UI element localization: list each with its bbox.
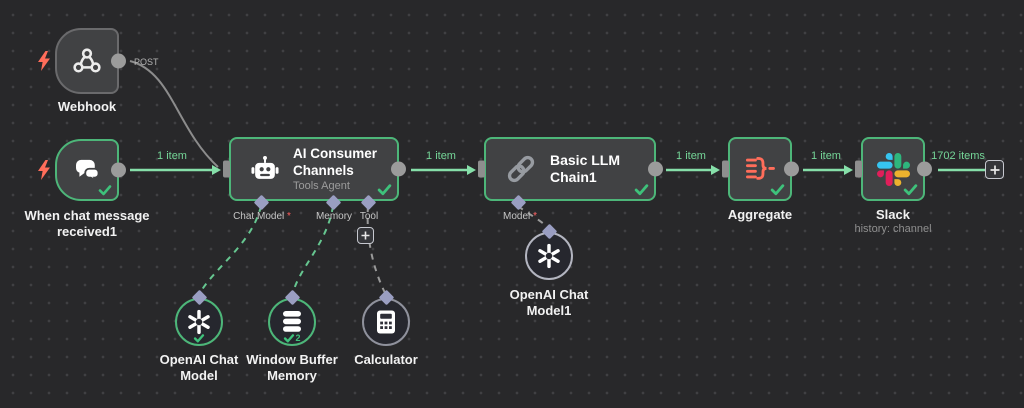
node-window-buffer-memory[interactable]: 2 (268, 298, 316, 346)
arrowhead-icon (711, 165, 720, 175)
lightning-bolt-icon (37, 160, 51, 180)
node-label-openai-chat-model: OpenAI Chat Model (159, 352, 239, 384)
webhook-port-label: POST (134, 57, 159, 67)
node-slack[interactable] (855, 137, 932, 201)
node-title-agent: AI Consumer Channels (293, 145, 378, 178)
port-label-chat-model: Chat Model * (233, 211, 291, 222)
run-count: 2 (295, 333, 301, 343)
check-icon (634, 184, 649, 196)
node-subtitle-agent: Tools Agent (293, 180, 350, 193)
agent-output-port[interactable] (391, 161, 406, 177)
node-openai-chat-model[interactable] (175, 298, 223, 346)
robot-icon (249, 154, 281, 184)
node-label-window-buffer-memory: Window Buffer Memory (246, 352, 338, 384)
node-chat-trigger[interactable] (55, 139, 126, 201)
slack-input-port[interactable] (855, 160, 862, 178)
port-label-tool: Tool (359, 211, 379, 222)
plus-icon (361, 231, 370, 240)
connection-agent-to-memory[interactable] (292, 205, 334, 294)
webhook-output-port[interactable] (111, 53, 126, 69)
connection-label: 1 item (811, 150, 841, 162)
node-webhook[interactable] (55, 28, 126, 94)
connection-label: 1 item (157, 150, 187, 162)
add-tool-button[interactable] (357, 227, 374, 244)
chat-bubbles-icon (71, 154, 103, 186)
check-icon (193, 334, 205, 343)
node-title-llm-chain: Basic LLM Chain1 (550, 151, 621, 186)
node-label-webhook: Webhook (57, 99, 117, 114)
add-node-button[interactable] (985, 160, 1004, 179)
aggregate-output-port[interactable] (784, 161, 799, 177)
plus-icon (990, 165, 999, 174)
connection-label: 1702 items (931, 150, 985, 162)
slack-output-port[interactable] (917, 161, 932, 177)
arrowhead-icon (212, 165, 221, 175)
node-openai-chat-model1[interactable] (525, 232, 573, 280)
node-label-aggregate: Aggregate (727, 207, 793, 222)
webhook-icon (71, 45, 103, 77)
openai-icon (536, 243, 562, 269)
lightning-bolt-icon (37, 51, 51, 71)
aggregate-input-port[interactable] (722, 160, 729, 178)
node-sublabel-slack: history: channel (854, 223, 932, 235)
connection-label: 1 item (426, 150, 456, 162)
node-calculator[interactable] (362, 298, 410, 346)
node-agent[interactable]: AI Consumer Channels Tools Agent (223, 137, 406, 201)
node-label-slack: Slack (876, 207, 910, 222)
node-llm-chain[interactable]: Basic LLM Chain1 (478, 137, 663, 201)
arrowhead-icon (844, 165, 853, 175)
node-label-openai-chat-model1: OpenAI Chat Model1 (509, 287, 589, 319)
database-icon (280, 309, 304, 335)
check-icon (770, 184, 785, 196)
check-icon (903, 184, 918, 196)
llm-chain-input-port[interactable] (478, 160, 485, 178)
node-label-chat-trigger: When chat message received1 (24, 208, 150, 240)
check-icon: 2 (283, 333, 301, 343)
check-icon (98, 185, 112, 196)
connection-webhook-to-agent[interactable] (129, 60, 219, 168)
connection-label: 1 item (676, 150, 706, 162)
calculator-icon (375, 309, 397, 335)
port-label-memory: Memory (315, 211, 353, 222)
agent-input-port[interactable] (223, 160, 230, 178)
arrowhead-icon (467, 165, 476, 175)
aggregate-icon (744, 156, 776, 182)
openai-icon (186, 309, 212, 335)
port-label-model: Model * (503, 211, 537, 222)
llm-chain-output-port[interactable] (648, 161, 663, 177)
node-aggregate[interactable] (722, 137, 799, 201)
connection-agent-to-openai-model[interactable] (199, 205, 262, 294)
chat-trigger-output-port[interactable] (111, 162, 126, 178)
chain-link-icon (502, 150, 540, 188)
slack-icon (876, 152, 910, 186)
node-label-calculator: Calculator (354, 352, 418, 367)
check-icon (377, 184, 392, 196)
